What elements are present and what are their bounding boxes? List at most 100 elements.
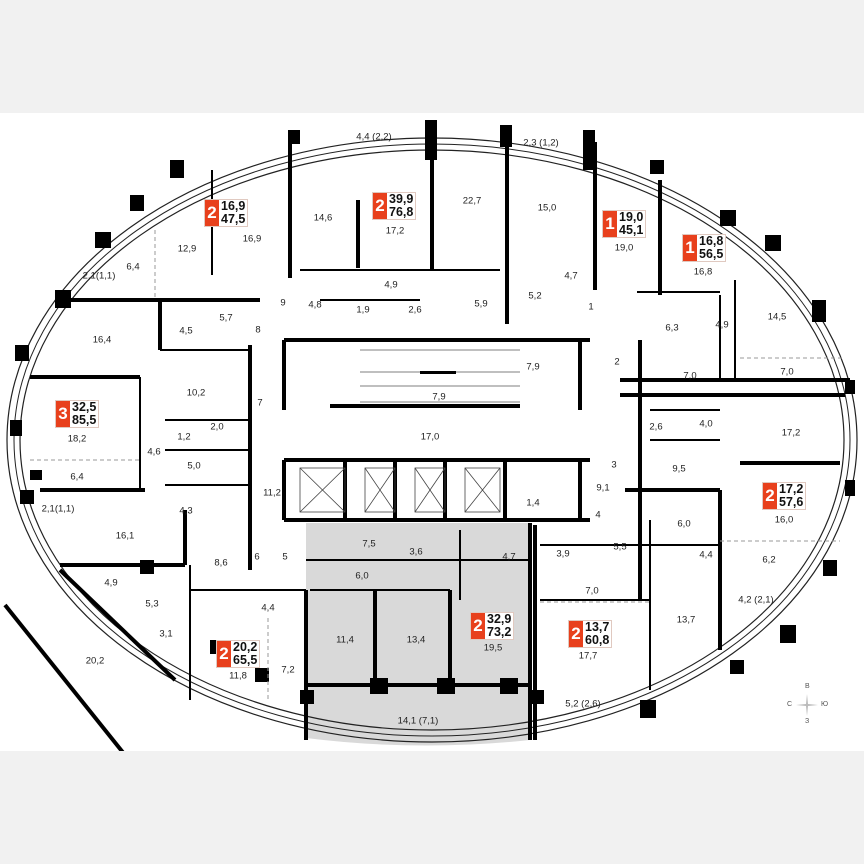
- room-count: 1: [683, 235, 697, 261]
- room-area-label: 13,7: [676, 614, 696, 626]
- room-area-label: 4,9: [384, 279, 398, 291]
- room-area-label: 3,9: [556, 548, 570, 560]
- highlighted-apartment: [306, 523, 530, 746]
- room-area-label: 2: [614, 356, 620, 368]
- room-area-label: 16,4: [92, 334, 112, 346]
- room-area-label: 1: [588, 301, 594, 313]
- room-area-label: 16,8: [693, 266, 713, 278]
- room-area-label: 18,2: [67, 433, 87, 445]
- room-area-label: 14,6: [313, 212, 333, 224]
- room-area-label: 13,4: [406, 634, 426, 646]
- room-area-label: 22,7: [462, 195, 482, 207]
- room-area-label: 6,4: [126, 261, 140, 273]
- room-area-label: 3,1: [159, 628, 173, 640]
- room-area-label: 9,1: [596, 482, 610, 494]
- room-area-label: 11,2: [263, 487, 281, 499]
- room-area-label: 19,5: [483, 642, 503, 654]
- room-area-label: 14,5: [767, 311, 787, 323]
- room-area-label: 8,6: [214, 557, 228, 569]
- compass-icon: [796, 694, 818, 716]
- room-area-label: 17,0: [420, 431, 440, 443]
- room-area-label: 6,2: [762, 554, 776, 566]
- room-area-label: 6,4: [70, 471, 84, 483]
- room-count: 1: [603, 211, 617, 237]
- room-area-label: 17,2: [385, 225, 405, 237]
- room-area-label: 11,4: [336, 634, 354, 646]
- room-area-label: 8: [255, 324, 261, 336]
- room-area-label: 5,2 (2,6): [565, 698, 601, 710]
- room-area-label: 9: [280, 297, 286, 309]
- room-area-label: 1,2: [177, 431, 191, 443]
- living-area: 16,8: [699, 234, 724, 248]
- room-count: 2: [763, 483, 777, 509]
- room-area-label: 15,0: [537, 202, 557, 214]
- room-area-label: 5,5: [613, 541, 627, 553]
- room-area-label: 7,0: [780, 366, 794, 378]
- room-area-label: 4: [595, 509, 601, 521]
- total-area: 65,5: [233, 653, 258, 667]
- room-area-label: 11,8: [229, 670, 247, 682]
- room-area-label: 4,2 (2,1): [738, 594, 774, 606]
- room-area-label: 1,9: [356, 304, 370, 316]
- compass-east: Ю: [821, 701, 829, 708]
- living-area: 13,7: [585, 620, 610, 634]
- living-area: 39,9: [389, 192, 414, 206]
- room-count: 2: [569, 621, 583, 647]
- room-area-label: 12,9: [177, 243, 197, 255]
- compass-north: В: [805, 683, 810, 690]
- room-count: 2: [373, 193, 387, 219]
- room-area-label: 4,7: [502, 551, 516, 563]
- room-area-label: 6,0: [355, 570, 369, 582]
- room-area-label: 6,3: [665, 322, 679, 334]
- room-area-label: 16,9: [242, 233, 262, 245]
- room-area-label: 4,3: [179, 505, 193, 517]
- room-count: 2: [205, 200, 219, 226]
- room-area-label: 7: [257, 397, 263, 409]
- room-area-label: 5,0: [187, 460, 201, 472]
- room-area-label: 2,1(1,1): [41, 503, 75, 515]
- room-area-label: 7,2: [281, 664, 295, 676]
- room-count: 2: [471, 613, 485, 639]
- room-area-label: 2,6: [408, 304, 422, 316]
- room-area-label: 5: [282, 551, 288, 563]
- room-area-label: 19,0: [614, 242, 634, 254]
- room-area-label: 4,0: [699, 418, 713, 430]
- room-area-label: 2,0: [210, 421, 224, 433]
- room-area-label: 17,7: [578, 650, 598, 662]
- living-area: 20,2: [233, 640, 258, 654]
- room-area-label: 7,0: [683, 370, 697, 382]
- living-area: 32,9: [487, 612, 512, 626]
- room-area-label: 4,6: [147, 446, 161, 458]
- room-area-label: 4,8: [308, 299, 322, 311]
- room-area-label: 5,2: [528, 290, 542, 302]
- room-area-label: 6: [254, 551, 260, 563]
- room-area-label: 3,6: [409, 546, 423, 558]
- compass-south: З: [805, 718, 810, 725]
- room-area-label: 10,2: [186, 387, 206, 399]
- total-area: 76,8: [389, 205, 414, 219]
- room-area-label: 6,0: [677, 518, 691, 530]
- room-area-label: 4,4 (2,2): [356, 131, 392, 143]
- room-area-label: 20,2: [85, 655, 105, 667]
- room-area-label: 5,3: [145, 598, 159, 610]
- room-area-label: 1,4: [526, 497, 540, 509]
- room-count: 3: [56, 401, 70, 427]
- room-area-label: 16,0: [774, 514, 794, 526]
- room-area-label: 4,7: [564, 270, 578, 282]
